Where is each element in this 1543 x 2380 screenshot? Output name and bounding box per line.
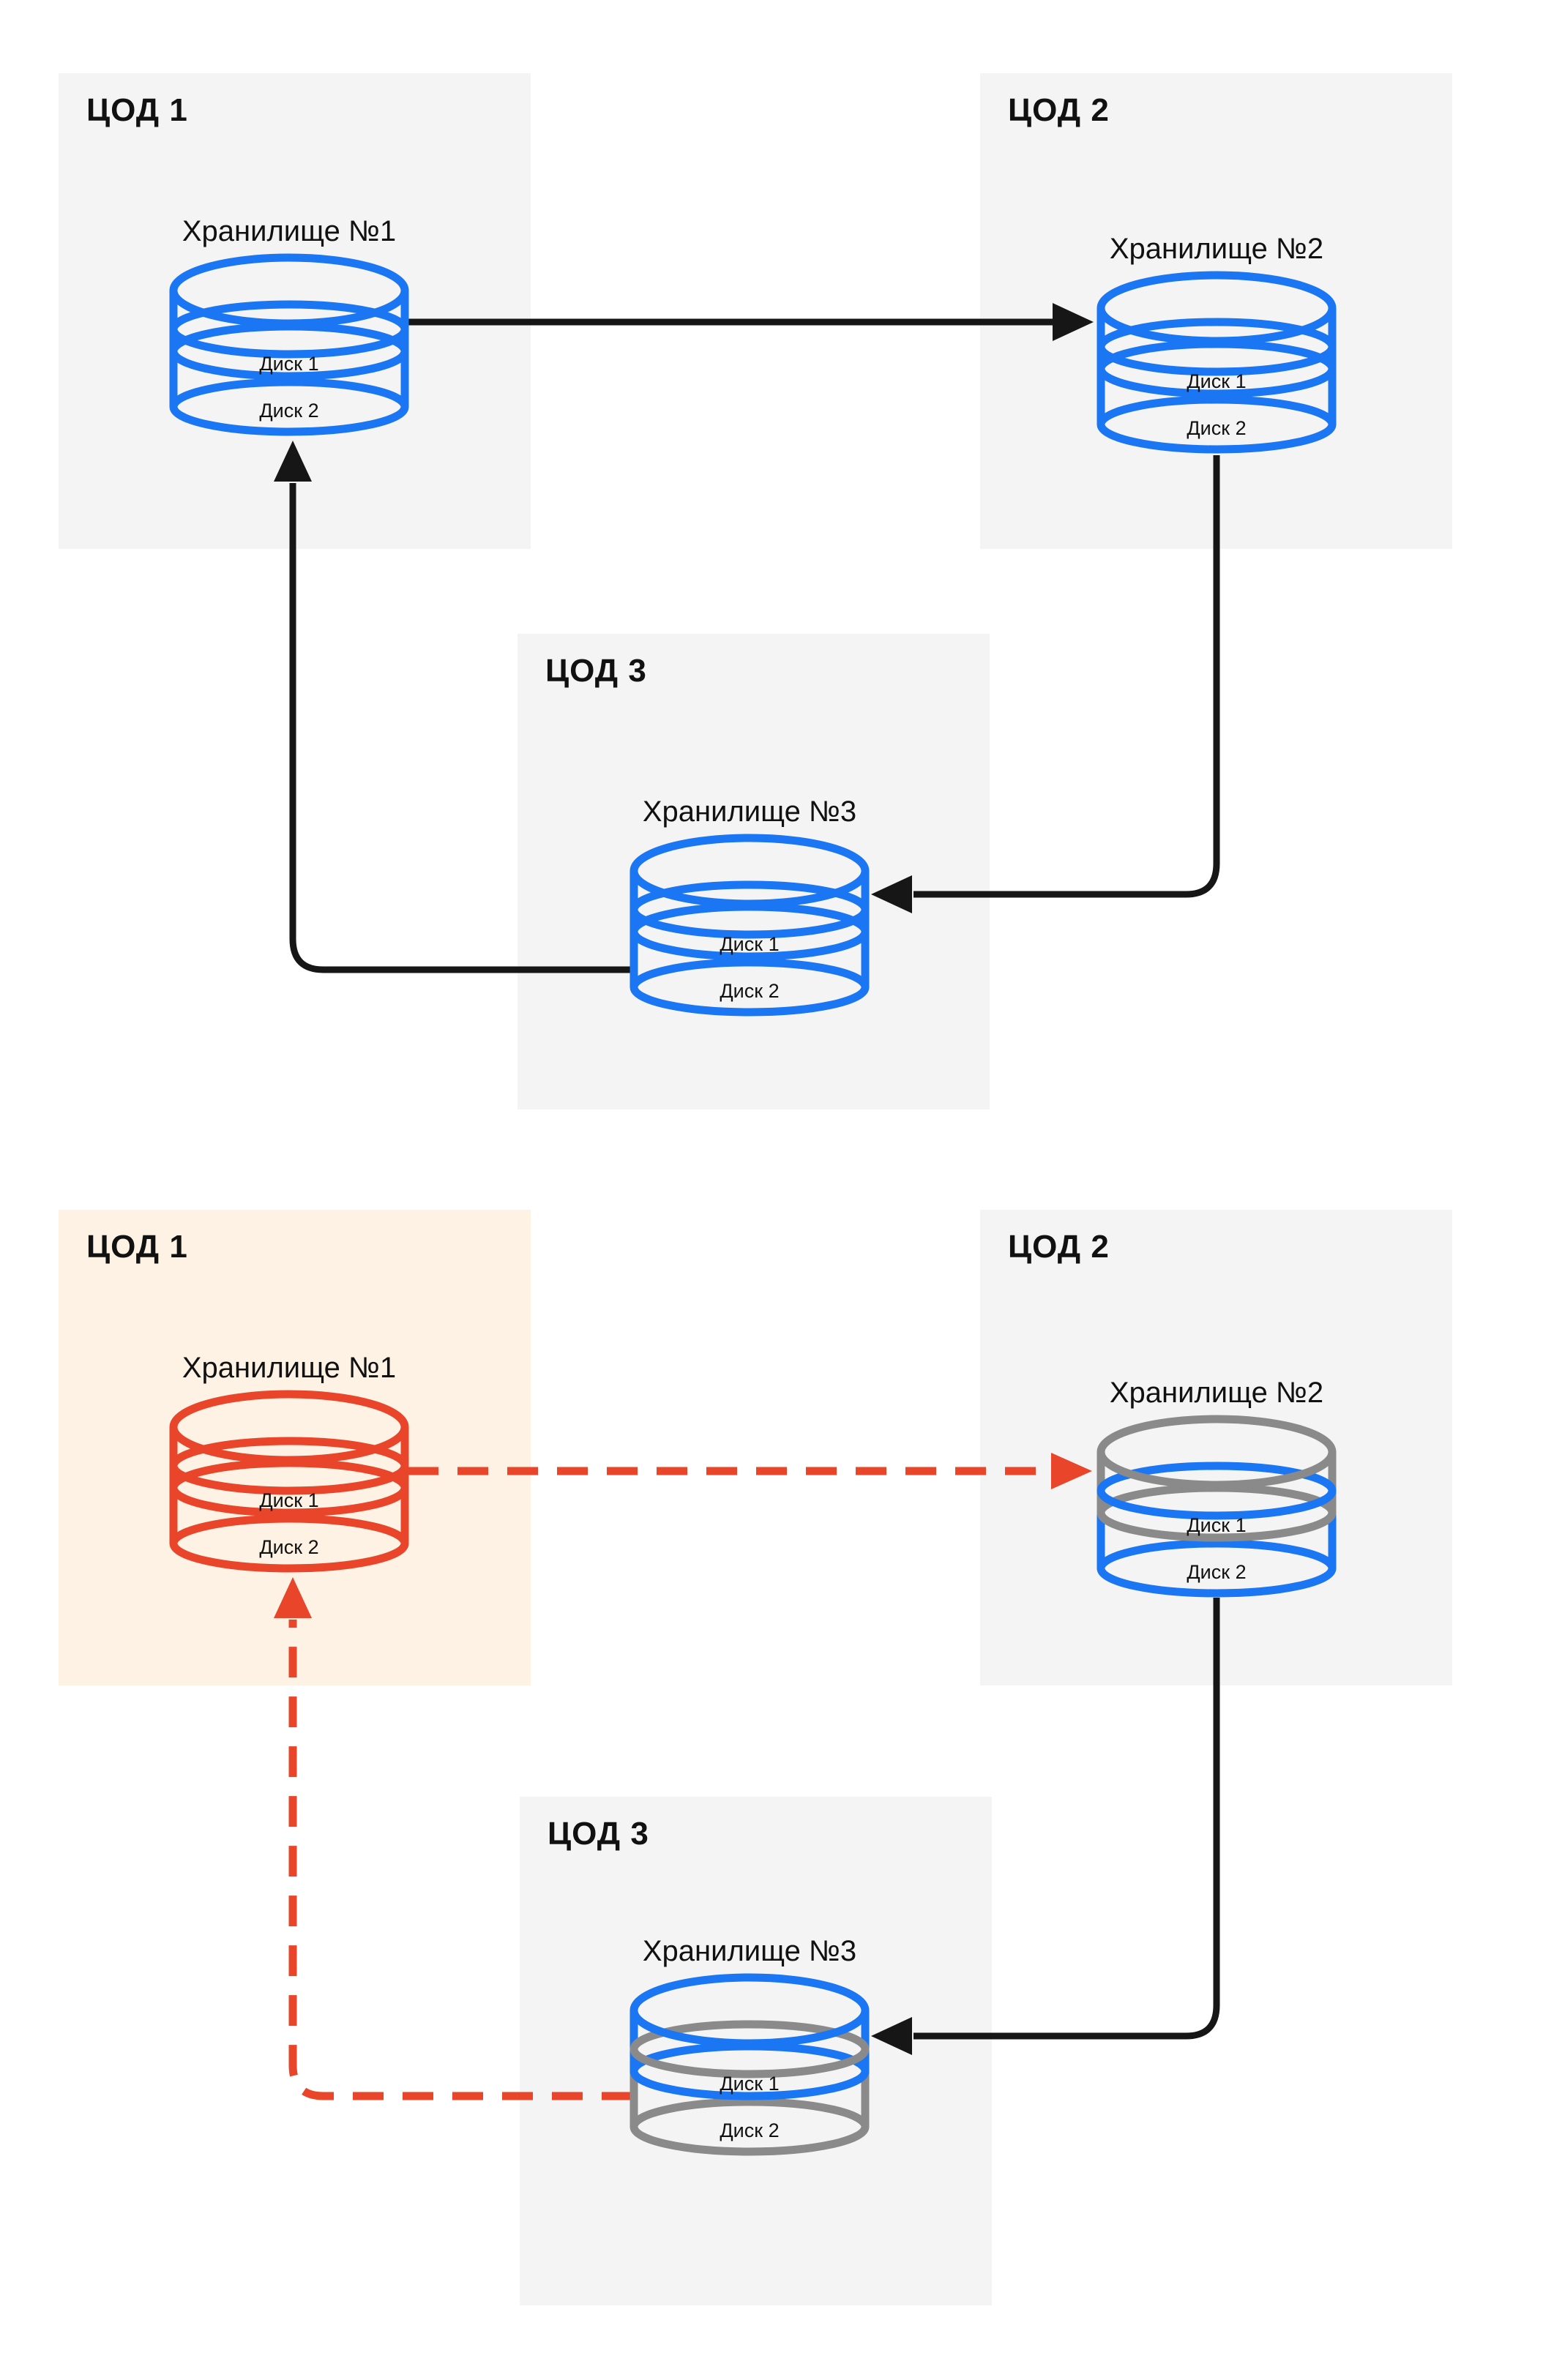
disk1-label: Диск 1 (1187, 370, 1246, 392)
top-arrow-storage1-to-storage2 (408, 303, 1094, 341)
cylinder-top-rim (629, 834, 870, 908)
cylinder-inner-rim (1096, 1462, 1337, 1520)
arrowhead-right-icon (1051, 1453, 1092, 1489)
cylinder-top-rim (1096, 1415, 1337, 1489)
disk1-label: Диск 1 (720, 933, 779, 955)
bottom-storage3-title: Хранилище №3 (642, 1935, 857, 1967)
bottom-storage1-title: Хранилище №1 (182, 1352, 397, 1384)
arrow-shaft (289, 483, 632, 973)
cylinder-bottom (169, 378, 409, 436)
disk1-label: Диск 1 (720, 2073, 779, 2095)
top-dc3-box: ЦОД 3 (518, 634, 990, 1109)
cylinder-inner-rim (629, 2020, 870, 2078)
disk2-label: Диск 2 (1187, 1561, 1246, 1583)
arrowhead-up-icon (274, 1577, 312, 1618)
top-dc3-label: ЦОД 3 (545, 653, 647, 689)
top-storage1-cylinder-icon: Диск 1 Диск 2 (169, 253, 409, 436)
top-arrow-storage2-to-storage3 (871, 455, 1220, 913)
cylinder-inner-rim (169, 1437, 409, 1495)
bottom-dc1-label: ЦОД 1 (86, 1229, 188, 1265)
disk2-label: Диск 2 (720, 980, 779, 1002)
arrowhead-left-icon (871, 875, 912, 913)
top-storage1-title: Хранилище №1 (182, 215, 397, 247)
arrow-shaft (914, 1598, 1220, 2040)
top-storage3-title: Хранилище №3 (642, 796, 857, 828)
arrowhead-left-icon (871, 2017, 912, 2055)
cylinder-bottom (169, 1514, 409, 1573)
top-dc2-label: ЦОД 2 (1008, 92, 1110, 128)
arrow-shaft (914, 455, 1220, 898)
cylinder-inner-rim (1096, 318, 1337, 376)
cylinder-top-rim (169, 253, 409, 328)
disk2-label: Диск 2 (259, 1536, 318, 1558)
cylinder-top-rim (1096, 271, 1337, 345)
bottom-arrow-storage1-to-storage2-dashed (408, 1453, 1092, 1489)
disk2-label: Диск 2 (1187, 417, 1246, 439)
top-arrow-storage3-to-storage1 (274, 441, 632, 973)
bottom-dc3-label: ЦОД 3 (548, 1816, 649, 1852)
cylinder-inner-rim (169, 300, 409, 359)
bottom-dc3-box: ЦОД 3 (520, 1797, 992, 2305)
cylinder-top-rim (169, 1390, 409, 1464)
cylinder-bottom (1096, 1539, 1337, 1598)
disk1-label: Диск 1 (259, 1489, 318, 1511)
arrowhead-up-icon (274, 441, 312, 482)
top-storage2-title: Хранилище №2 (1109, 233, 1324, 265)
bottom-arrow-storage3-to-storage1-dashed (274, 1577, 632, 2100)
disk2-label: Диск 2 (259, 400, 318, 422)
bottom-storage1-cylinder-icon: Диск 1 Диск 2 (169, 1390, 409, 1573)
bottom-storage3-cylinder-icon: Диск 1 Диск 2 (629, 1973, 870, 2156)
cylinder-inner-rim (629, 880, 870, 939)
top-dc1-label: ЦОД 1 (86, 92, 188, 128)
cylinder-bottom (1096, 395, 1337, 454)
bottom-dc2-label: ЦОД 2 (1008, 1229, 1110, 1265)
disk2-label: Диск 2 (720, 2119, 779, 2141)
cylinder-bottom (629, 2098, 870, 2156)
cylinder-top-rim (629, 1973, 870, 2048)
bottom-arrow-storage2-to-storage3 (871, 1598, 1220, 2055)
bottom-storage2-cylinder-icon: Диск 1 Диск 2 (1096, 1415, 1337, 1598)
disk1-label: Диск 1 (259, 353, 318, 375)
top-storage3-cylinder-icon: Диск 1 Диск 2 (629, 834, 870, 1017)
arrowhead-right-icon (1053, 303, 1094, 341)
disk1-label: Диск 1 (1187, 1514, 1246, 1536)
dashed-arrow-shaft (288, 1620, 632, 2100)
bottom-storage2-title: Хранилище №2 (1109, 1377, 1324, 1409)
top-storage2-cylinder-icon: Диск 1 Диск 2 (1096, 271, 1337, 454)
cylinder-bottom (629, 958, 870, 1017)
